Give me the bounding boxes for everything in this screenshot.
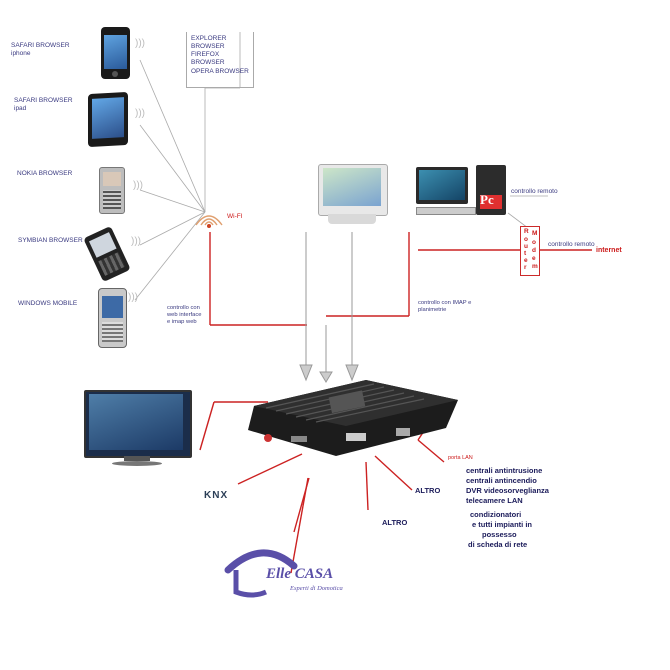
modem-letter: o xyxy=(532,239,536,246)
label-safari-ipad-line1: SAFARI BROWSER xyxy=(14,97,73,104)
lan-device-item: DVR videosorveglianza xyxy=(466,485,549,495)
router-letter: u xyxy=(524,243,528,250)
other-device-item: e tutti impianti in xyxy=(472,519,532,529)
logo-main-text: Elle CASA xyxy=(266,566,334,582)
knx-logo: KNX xyxy=(204,490,229,501)
lan-device-item: centrali antintrusione xyxy=(466,466,543,475)
label-safari-ipad: SAFARI BROWSER ipad xyxy=(14,97,73,113)
imap-control-line2: planimetrie xyxy=(418,307,447,314)
other-device-item: possesso xyxy=(482,529,517,539)
modem-letter: m xyxy=(532,263,538,270)
other-devices-list: condizionatori e tutti impianti in posse… xyxy=(466,510,532,550)
wifi-signal-icon: ))) xyxy=(133,180,143,191)
router-letter: e xyxy=(524,257,528,264)
browser-firefox: FIREFOX BROWSER xyxy=(191,51,225,67)
lan-device-item: centrali antincendio xyxy=(466,475,537,485)
elle-casa-logo: Elle CASA Esperti di Domotica xyxy=(222,540,352,600)
lan-devices-list: centrali antintrusione centrali antincen… xyxy=(466,466,549,506)
label-windows-mobile: WINDOWS MOBILE xyxy=(18,300,78,307)
label-safari-iphone: SAFARI BROWSER iphone xyxy=(11,42,70,58)
logo-sub-text: Esperti di Domotica xyxy=(290,585,343,592)
modem-letter: e xyxy=(532,255,536,262)
altro-label-1: ALTRO xyxy=(415,486,441,495)
internet-label: internet xyxy=(596,247,622,254)
modem-letter: d xyxy=(532,247,536,254)
browser-opera: OPERA BROWSER xyxy=(191,67,249,75)
windows-mobile-phone-icon xyxy=(98,288,127,348)
imap-control-label: controllo con IMAP e planimetrie xyxy=(418,300,471,314)
touch-monitor-icon xyxy=(318,164,388,226)
lan-device-item: telecamere LAN xyxy=(466,495,523,505)
wifi-signal-icon: ))) xyxy=(128,292,138,303)
label-nokia: NOKIA BROWSER xyxy=(17,170,73,177)
other-device-item: di scheda di rete xyxy=(468,539,528,549)
remote-control-label-1: controllo remoto xyxy=(511,188,558,195)
router-letter: R xyxy=(524,228,529,235)
iphone-icon xyxy=(101,27,130,79)
nokia-phone-icon xyxy=(99,167,125,214)
web-control-label: controllo con web interface e imap web xyxy=(167,305,201,327)
wifi-router-icon xyxy=(192,203,226,233)
browser-explorer: EXPLORER BROWSER xyxy=(191,35,227,51)
web-control-line1: controllo con xyxy=(167,305,200,311)
altro-label-2: ALTRO xyxy=(382,518,408,527)
label-safari-ipad-line2: ipad xyxy=(14,105,27,113)
imap-control-line1: controllo con IMAP e xyxy=(418,300,472,306)
modem-letter: M xyxy=(532,230,538,237)
router-modem-box: R o u t e r M o d e m xyxy=(520,226,540,276)
pc-logo: Pc xyxy=(480,192,494,207)
house-roof-icon xyxy=(224,549,298,598)
porta-lan-label: porta LAN xyxy=(448,455,473,461)
browser-list-box: EXPLORER BROWSER FIREFOX BROWSER OPERA B… xyxy=(186,32,254,88)
wifi-signal-icon: ))) xyxy=(131,236,141,247)
router-letter: r xyxy=(524,264,527,271)
web-control-line2: web interface xyxy=(167,312,202,319)
wifi-signal-icon: ))) xyxy=(135,108,145,119)
wifi-label: Wi-FI xyxy=(227,213,243,220)
label-safari-iphone-line2: iphone xyxy=(11,50,31,58)
label-symbian: SYMBIAN BROWSER xyxy=(18,237,83,244)
label-safari-iphone-line1: SAFARI BROWSER xyxy=(11,42,70,49)
other-device-item: condizionatori xyxy=(470,510,522,519)
remote-control-label-2: controllo remoto xyxy=(548,241,595,248)
ipad-icon xyxy=(88,91,128,148)
router-letter: o xyxy=(524,236,528,243)
pc-icon xyxy=(416,165,508,217)
web-control-line3: e imap web xyxy=(167,319,197,326)
router-letter: t xyxy=(524,250,527,257)
tv-monitor-icon xyxy=(84,390,192,468)
domotics-server-icon xyxy=(246,378,461,456)
wifi-signal-icon: ))) xyxy=(135,38,145,49)
